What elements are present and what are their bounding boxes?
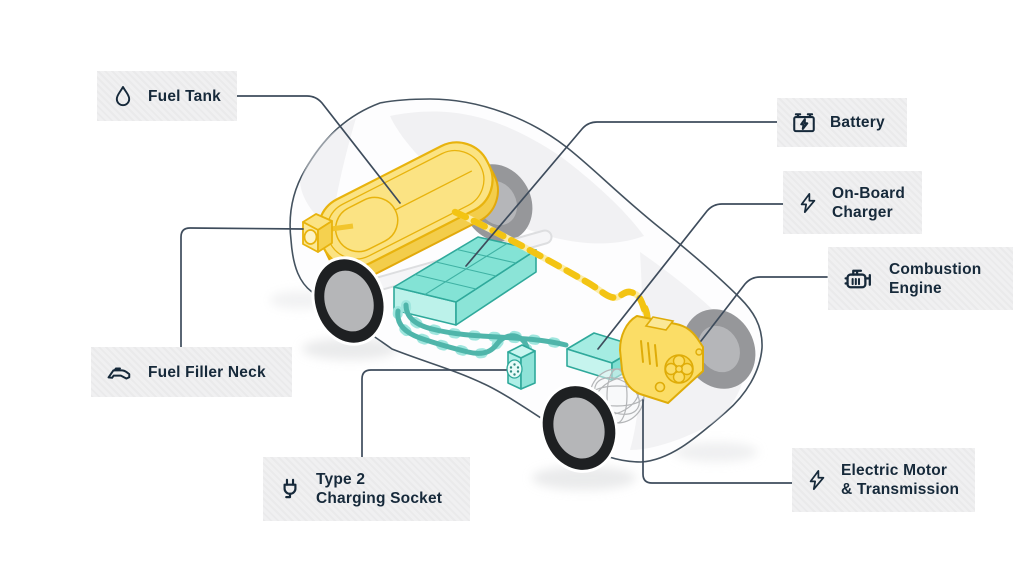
charging-plug-icon bbox=[277, 474, 303, 504]
ground-shadows bbox=[270, 291, 758, 490]
droplet-icon bbox=[111, 84, 135, 108]
type2-socket-part bbox=[506, 344, 536, 390]
connector-type2-socket bbox=[361, 369, 507, 458]
connector-battery bbox=[465, 121, 778, 267]
connector-electric-motor bbox=[642, 399, 793, 484]
label-fuel-filler-neck: Fuel Filler Neck bbox=[91, 347, 292, 397]
label-electric-motor-transmission: Electric Motor& Transmission bbox=[792, 448, 975, 512]
label-text: Fuel Tank bbox=[148, 87, 221, 105]
engine-icon bbox=[842, 265, 876, 293]
bolt-icon bbox=[797, 190, 819, 216]
connector-fuel-tank bbox=[236, 95, 401, 204]
front-left-wheel bbox=[311, 256, 387, 346]
fuel-filler-neck-part bbox=[302, 213, 333, 253]
label-fuel-tank: Fuel Tank bbox=[97, 71, 237, 121]
label-battery: Battery bbox=[777, 98, 907, 147]
rear-left-wheel bbox=[539, 383, 619, 473]
bolt-icon bbox=[806, 467, 828, 493]
filler-pipe bbox=[330, 223, 354, 232]
battery-icon bbox=[791, 110, 817, 136]
connector-onboard-charger bbox=[597, 203, 784, 350]
connector-lines bbox=[180, 95, 828, 484]
connector-filler-neck bbox=[180, 227, 304, 348]
connector-combustion bbox=[700, 276, 828, 342]
fuel-nozzle-icon bbox=[105, 360, 135, 384]
combustion-engine-part bbox=[618, 314, 704, 405]
front-shading bbox=[300, 118, 356, 232]
fuel-tank-part bbox=[302, 141, 499, 279]
